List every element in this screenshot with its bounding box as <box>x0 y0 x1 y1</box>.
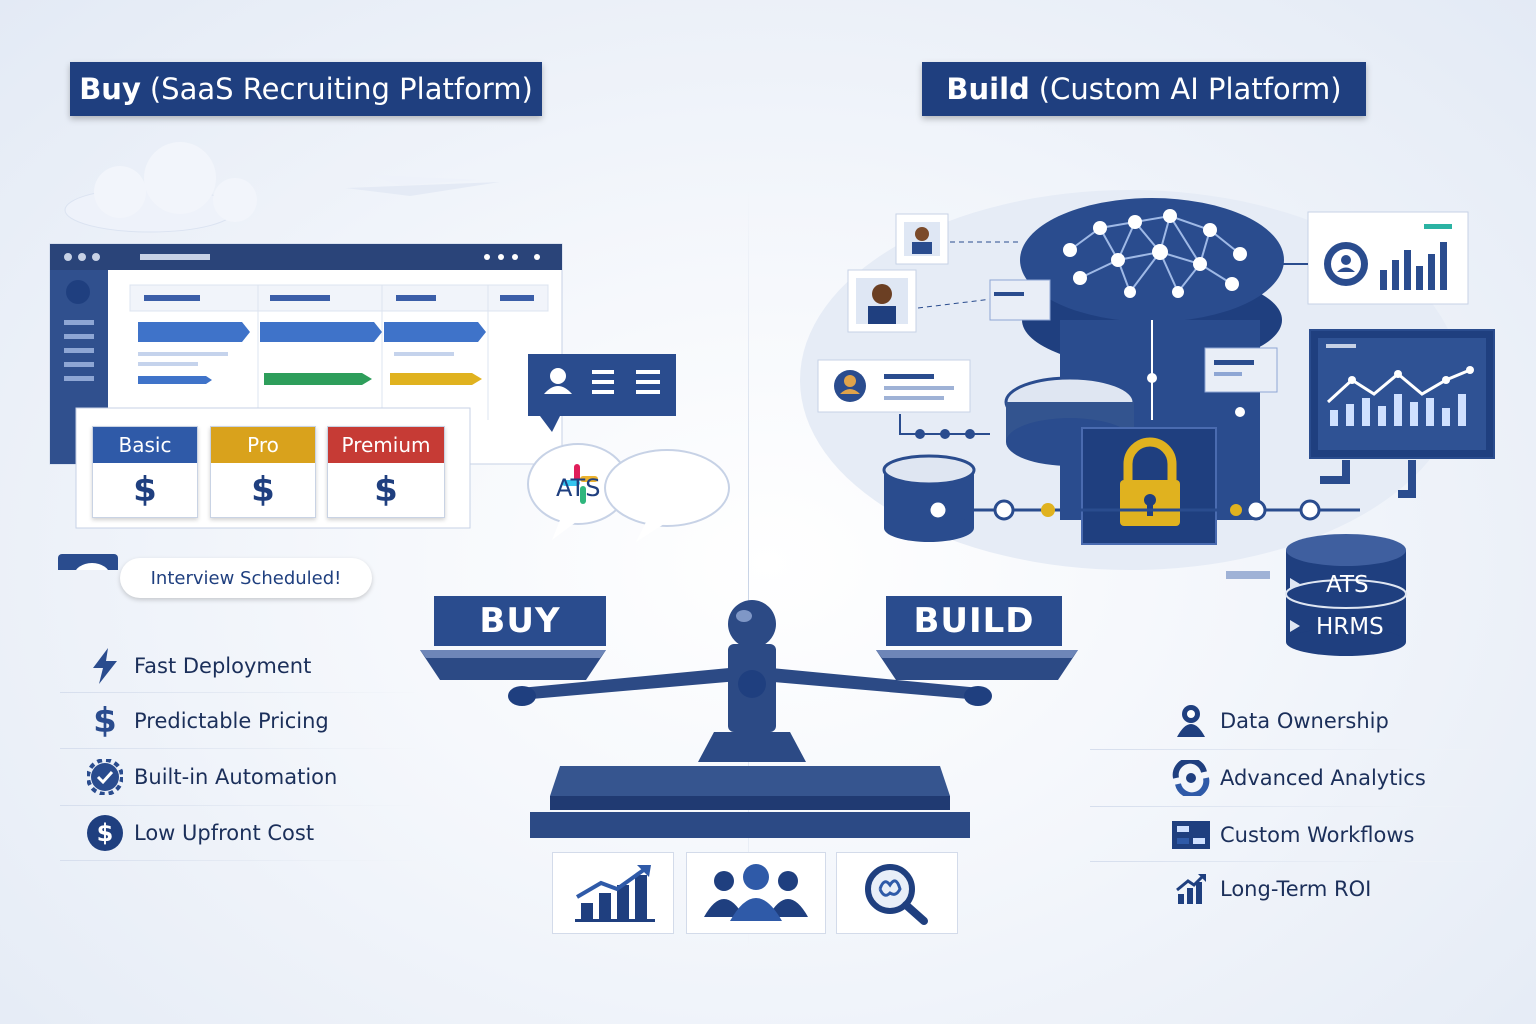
buy-title-rest: (SaaS Recruiting Platform) <box>149 72 533 106</box>
tier-pro-price: $ <box>251 470 275 510</box>
chat-icon <box>58 554 118 570</box>
divider-line <box>60 692 420 693</box>
center-divider <box>748 190 749 950</box>
cloud-icon <box>64 142 257 233</box>
analytics-card <box>1307 211 1469 305</box>
team-icon <box>704 864 808 921</box>
pricing-tier-basic: Basic $ <box>92 426 198 518</box>
divider-line <box>60 805 420 806</box>
user-lock-icon <box>1170 700 1212 742</box>
dashboard-screen <box>1309 329 1495 459</box>
tier-premium-label: Premium <box>328 427 444 463</box>
scale-label-buy: BUY <box>434 596 606 646</box>
pricing-tier-pro: Pro $ <box>210 426 316 518</box>
database-icon <box>882 454 976 542</box>
build-illustration <box>800 190 1495 656</box>
divider-line <box>60 748 420 749</box>
feature-custom-workflows: Custom Workflows <box>1170 814 1415 856</box>
feature-long-term-roi: Long-Term ROI <box>1170 868 1371 910</box>
feature-fast-deployment: Fast Deployment <box>84 645 311 687</box>
tier-basic-label: Basic <box>93 427 197 463</box>
pricing-tier-premium: Premium $ <box>327 426 445 518</box>
feature-label: Data Ownership <box>1220 709 1389 733</box>
divider-line <box>1090 806 1500 807</box>
growth-chart-icon <box>1170 868 1212 910</box>
automation-gear-icon <box>84 756 126 798</box>
growth-chart-tile <box>552 852 674 934</box>
lightning-icon <box>84 645 126 687</box>
feature-label: Low Upfront Cost <box>134 821 315 845</box>
build-title: Build (Custom AI Platform) <box>922 62 1366 116</box>
feature-label: Advanced Analytics <box>1220 766 1426 790</box>
dollar-icon: $ <box>93 701 117 741</box>
database-label-hrms: HRMS <box>1316 614 1384 640</box>
workflow-icon <box>1170 814 1212 856</box>
divider-line <box>1090 861 1500 862</box>
integration-bubbles <box>527 443 730 542</box>
database-stack-icon <box>1285 534 1407 656</box>
build-title-rest: (Custom AI Platform) <box>1038 72 1342 106</box>
feature-built-in-automation: Built-in Automation <box>84 756 337 798</box>
candidate-profile-bubble <box>528 354 676 432</box>
team-tile <box>686 852 826 934</box>
feature-advanced-analytics: Advanced Analytics <box>1170 757 1426 799</box>
feature-label: Predictable Pricing <box>134 709 329 733</box>
growth-chart-icon <box>575 865 655 922</box>
interview-notification: Interview Scheduled! <box>120 558 372 598</box>
scale-label-build: BUILD <box>886 596 1062 646</box>
padlock-icon <box>1081 427 1217 545</box>
database-label-ats: ATS <box>1326 572 1369 598</box>
tier-pro-label: Pro <box>211 427 315 463</box>
dollar-circle-icon: $ <box>84 812 126 854</box>
balance-scale <box>420 600 1078 838</box>
feature-predictable-pricing: $ Predictable Pricing <box>84 700 329 742</box>
employee-card-icon <box>895 213 949 265</box>
buy-title-bold: Buy <box>79 72 141 106</box>
divider-line <box>1090 749 1500 750</box>
ai-search-icon <box>865 864 928 925</box>
feature-low-upfront-cost: $ Low Upfront Cost <box>84 812 314 854</box>
buy-title: Buy (SaaS Recruiting Platform) <box>70 62 542 116</box>
employee-card-icon <box>847 269 917 333</box>
feature-label: Fast Deployment <box>134 654 312 678</box>
feature-data-ownership: Data Ownership <box>1170 700 1389 742</box>
tier-premium-price: $ <box>374 470 398 510</box>
analytics-icon <box>1170 757 1212 799</box>
divider-line <box>60 860 420 861</box>
tier-basic-price: $ <box>133 470 157 510</box>
feature-label: Custom Workflows <box>1220 823 1415 847</box>
ats-integration-label: ATS <box>556 474 601 502</box>
ai-search-tile <box>836 852 958 934</box>
feature-label: Built-in Automation <box>134 765 338 789</box>
candidate-card <box>817 359 971 413</box>
paper-plane-icon <box>345 182 500 196</box>
build-title-bold: Build <box>946 72 1030 106</box>
feature-label: Long-Term ROI <box>1220 877 1372 901</box>
